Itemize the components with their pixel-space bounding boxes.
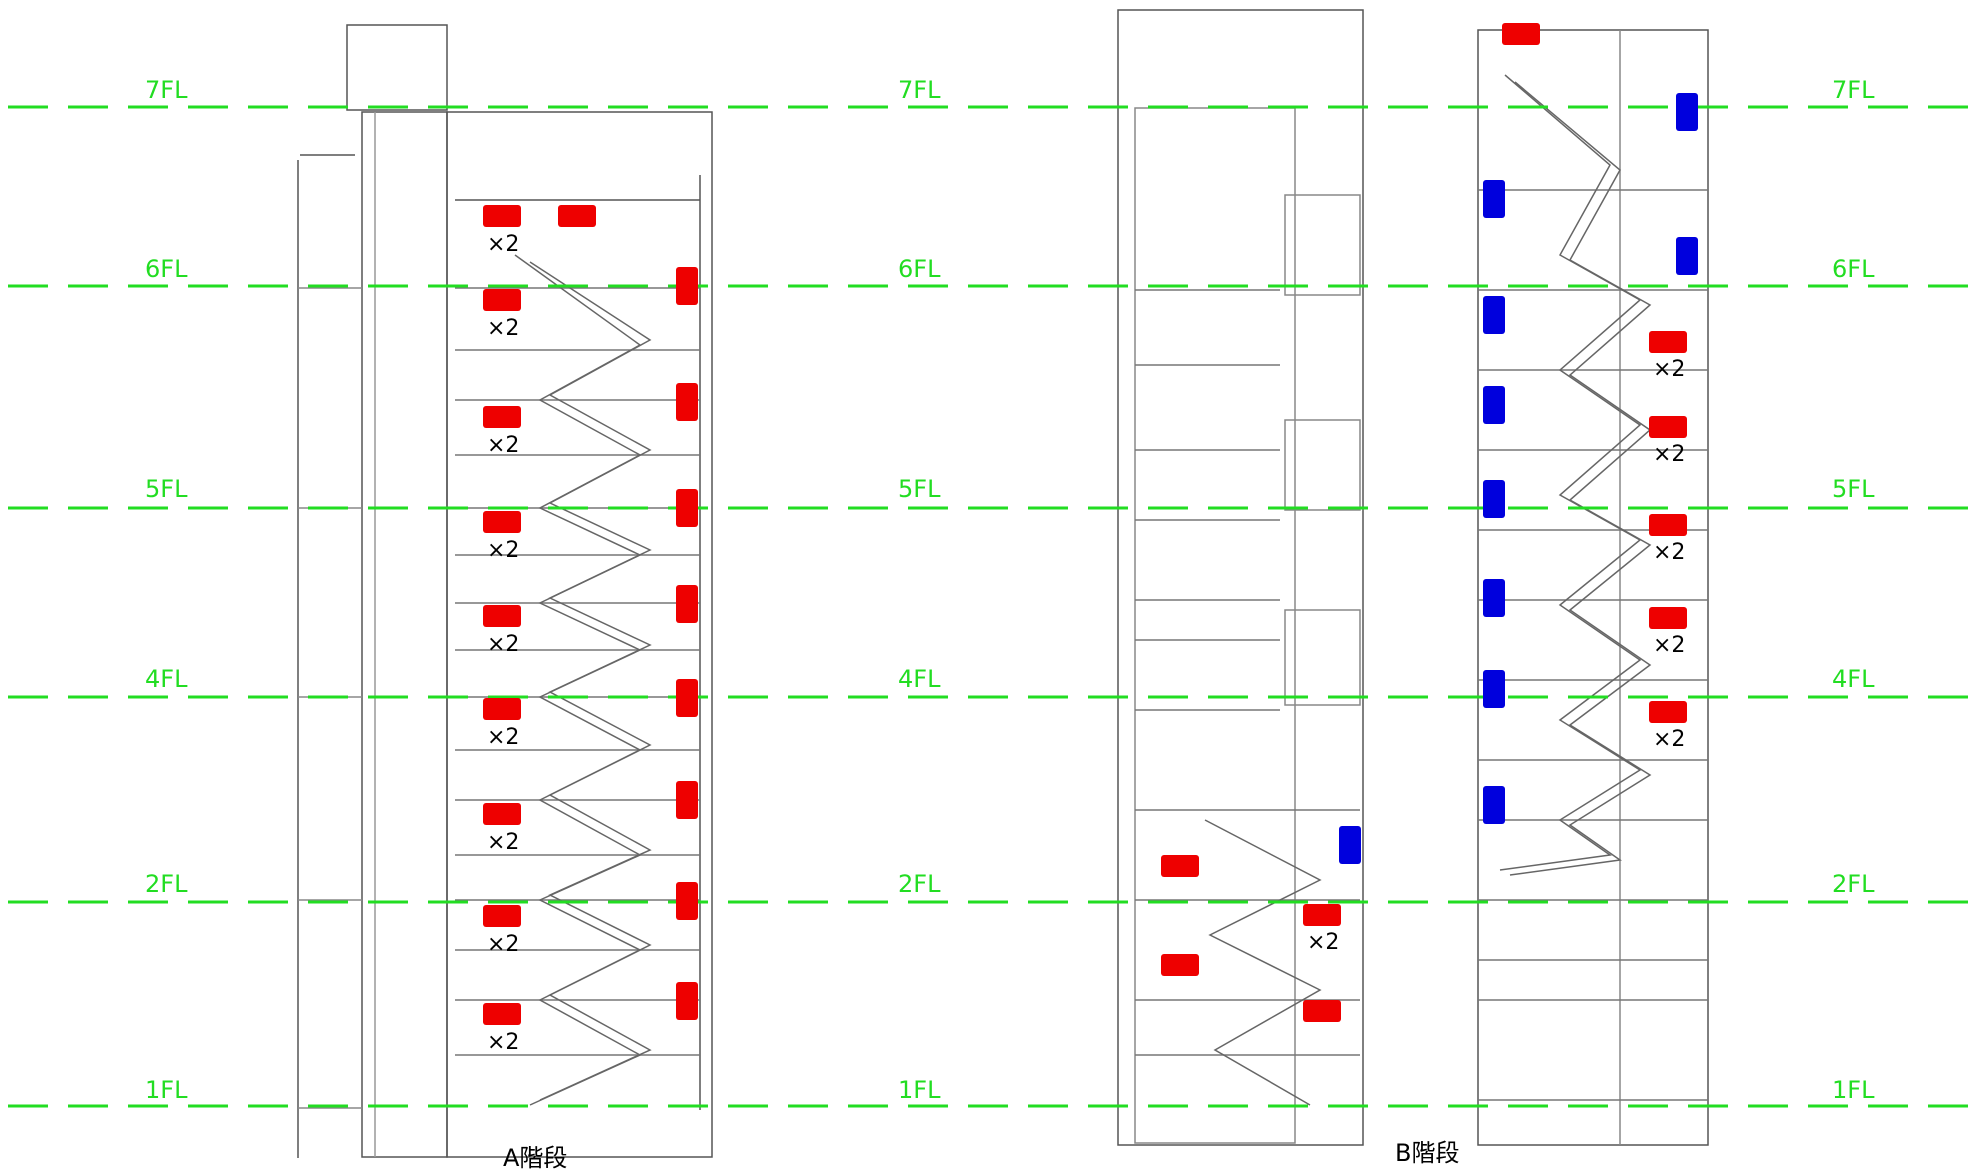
red-wall-marker [676, 267, 698, 305]
red-marker-a-5fl-upper: ×2 [483, 406, 521, 458]
multiplier-label: ×2 [1653, 727, 1685, 752]
multiplier-label: ×2 [487, 538, 519, 563]
ev-hall-4f [1284, 609, 1361, 706]
red-marker-b-5fl-upper: ×2 [1649, 416, 1687, 467]
red-wall-marker [676, 489, 698, 527]
floor-label-5fl-left: 5FL [145, 475, 188, 503]
red-marker-a-6fl: ×2 [483, 289, 521, 341]
stair-b-title: B階段 [1395, 1139, 1459, 1167]
multiplier-label: ×2 [487, 316, 519, 341]
floor-labels: 7FL 6FL 5FL 4FL 2FL 1FL 7FL 6FL 5FL 4FL … [145, 76, 1875, 1104]
red-marker-b-4fl: ×2 [1649, 701, 1687, 752]
floor-label-7fl-left: 7FL [145, 76, 188, 104]
floor-label-6fl-right: 6FL [1832, 255, 1875, 283]
red-marker-a-top-plain [558, 205, 596, 227]
blue-marker [1676, 237, 1698, 275]
stair-b-section-drawing [1117, 9, 1709, 1146]
multiplier-label: ×2 [1653, 357, 1685, 382]
multiplier-label: ×2 [487, 433, 519, 458]
blue-marker [1483, 670, 1505, 708]
stair-a-markers: ×2 ×2 ×2 ×2 ×2 ×2 ×2 ×2 [483, 205, 698, 1055]
floor-label-6fl-center: 6FL [898, 255, 941, 283]
red-marker-b-4fl-upper: ×2 [1649, 607, 1687, 658]
multiplier-label: ×2 [487, 932, 519, 957]
floor-label-1fl-center: 1FL [898, 1076, 941, 1104]
blue-marker [1483, 579, 1505, 617]
blue-marker [1483, 480, 1505, 518]
red-marker-a-1fl: ×2 [483, 1003, 521, 1055]
red-wall-marker [676, 383, 698, 421]
red-wall-marker [676, 585, 698, 623]
floor-label-4fl-center: 4FL [898, 665, 941, 693]
blue-marker [1483, 296, 1505, 334]
multiplier-label: ×2 [1653, 540, 1685, 565]
floor-label-5fl-right: 5FL [1832, 475, 1875, 503]
stair-a-section-drawing [297, 24, 713, 1158]
ev-hall-5f [1284, 419, 1361, 511]
red-marker-b-6fl: ×2 [1649, 331, 1687, 382]
floor-label-7fl-right: 7FL [1832, 76, 1875, 104]
floor-label-4fl-right: 4FL [1832, 665, 1875, 693]
ev-machine-room [346, 24, 448, 111]
floor-label-4fl-left: 4FL [145, 665, 188, 693]
red-marker-a-4fl: ×2 [483, 698, 521, 750]
red-wall-marker [676, 982, 698, 1020]
multiplier-label: ×2 [487, 1030, 519, 1055]
stair-b-markers: ×2 ×2 ×2 ×2 ×2 ×2 [1161, 23, 1698, 1022]
blue-marker [1676, 93, 1698, 131]
multiplier-label: ×2 [487, 232, 519, 257]
stair-a-title: A階段 [503, 1144, 567, 1170]
red-marker-b-plain [1161, 954, 1199, 976]
red-marker-b-plain [1161, 855, 1199, 877]
floor-label-6fl-left: 6FL [145, 255, 188, 283]
multiplier-label: ×2 [1653, 442, 1685, 467]
blue-marker [1483, 786, 1505, 824]
red-marker-b-2fl: ×2 [1303, 904, 1341, 955]
floor-label-2fl-right: 2FL [1832, 870, 1875, 898]
floor-label-2fl-center: 2FL [898, 870, 941, 898]
multiplier-label: ×2 [487, 725, 519, 750]
floor-label-5fl-center: 5FL [898, 475, 941, 503]
floor-lines [8, 105, 1984, 1108]
floor-label-1fl-right: 1FL [1832, 1076, 1875, 1104]
red-marker-b-top [1502, 23, 1540, 45]
red-wall-marker [676, 781, 698, 819]
red-marker-b-plain [1303, 1000, 1341, 1022]
floor-label-2fl-left: 2FL [145, 870, 188, 898]
multiplier-label: ×2 [1653, 633, 1685, 658]
red-marker-a-6fl-top: ×2 [483, 205, 521, 257]
red-marker-a-4fl-upper: ×2 [483, 605, 521, 657]
multiplier-label: ×2 [487, 632, 519, 657]
floor-label-7fl-center: 7FL [898, 76, 941, 104]
red-marker-b-5fl: ×2 [1649, 514, 1687, 565]
red-wall-marker [676, 679, 698, 717]
ev-hall-6f [1284, 194, 1361, 296]
blue-marker [1339, 826, 1361, 864]
red-marker-a-5fl: ×2 [483, 511, 521, 563]
multiplier-label: ×2 [1307, 930, 1339, 955]
red-wall-marker [676, 882, 698, 920]
blue-marker [1483, 180, 1505, 218]
floor-label-1fl-left: 1FL [145, 1076, 188, 1104]
red-marker-a-3fl: ×2 [483, 803, 521, 855]
red-marker-a-2fl: ×2 [483, 905, 521, 957]
multiplier-label: ×2 [487, 830, 519, 855]
blue-marker [1483, 386, 1505, 424]
